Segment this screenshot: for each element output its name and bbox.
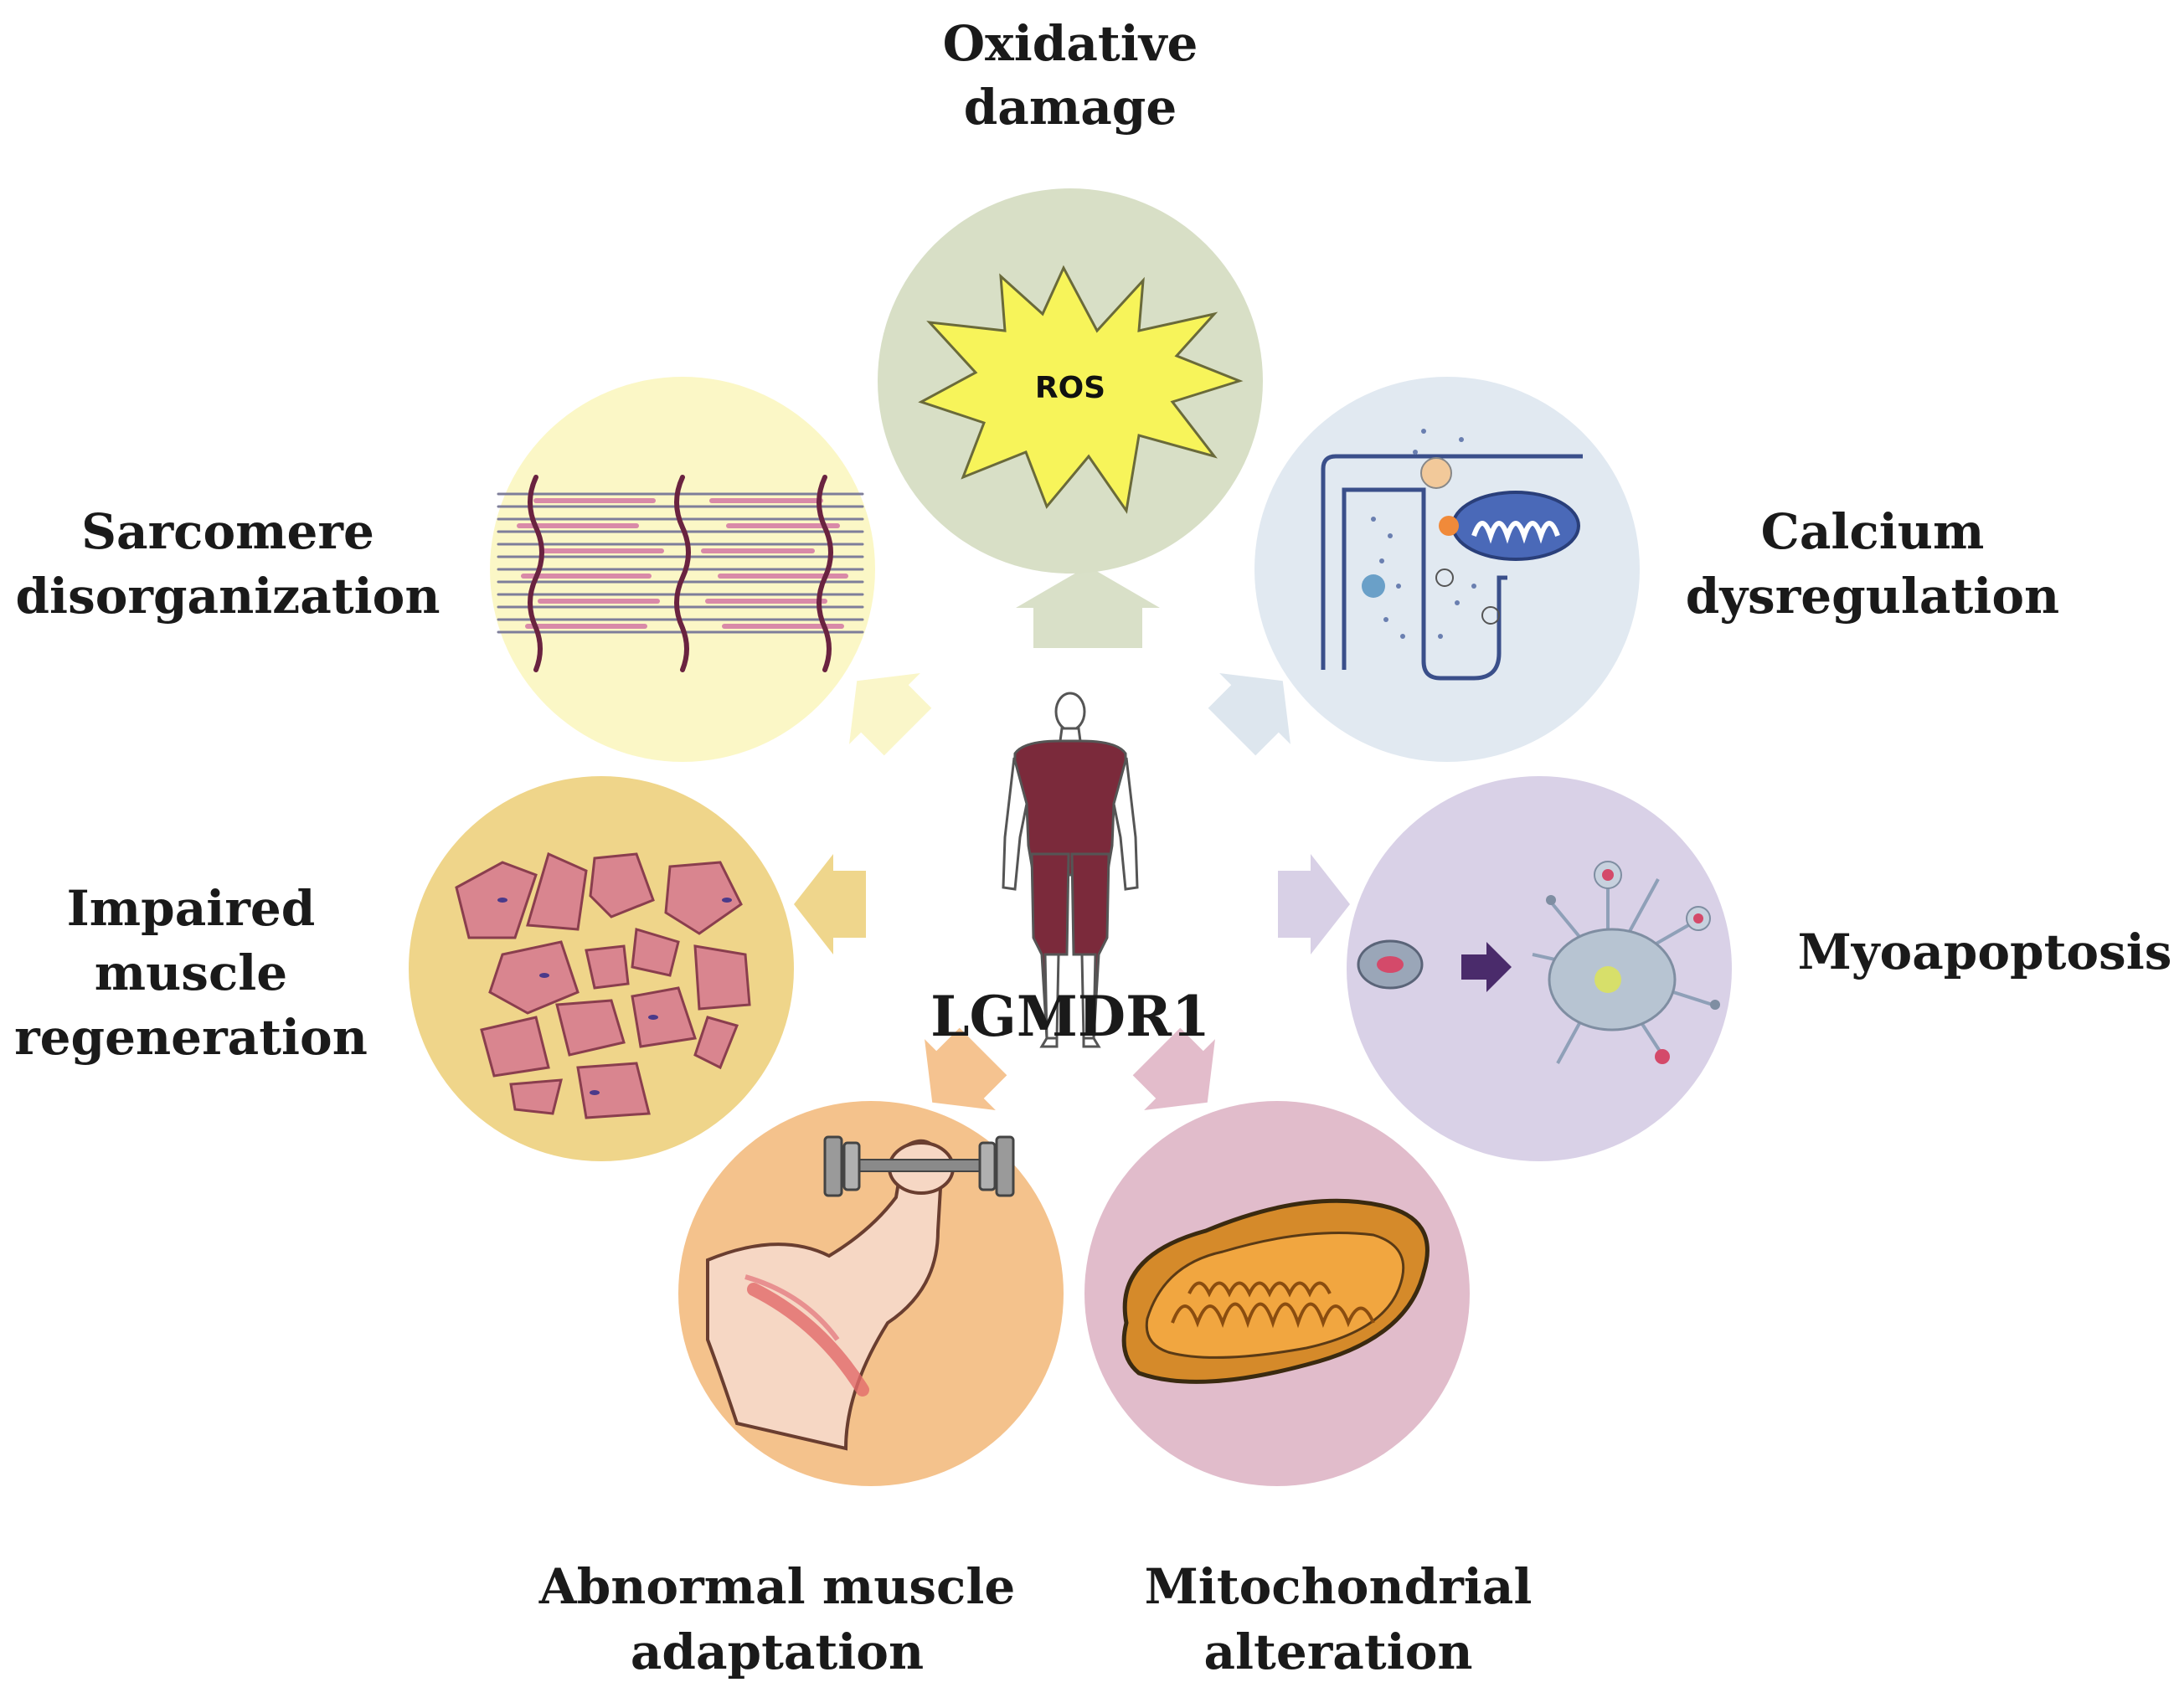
arrow-myoapoptosis: [1278, 854, 1350, 954]
label-regeneration-line3: regeneration: [14, 1009, 368, 1066]
arrow-regeneration: [794, 854, 866, 954]
label-oxidative-line2: damage: [964, 79, 1177, 136]
label-oxidative: Oxidative damage: [943, 15, 1198, 136]
sarcomere-icon: [497, 475, 864, 672]
arrows: [794, 566, 1350, 1110]
label-sarcomere-line2: disorganization: [15, 568, 440, 625]
label-adaptation-line2: adaptation: [631, 1623, 924, 1680]
label-calcium-line1: Calcium: [1761, 503, 1985, 560]
mitochondrion-icon: [1121, 1198, 1430, 1384]
ros-starburst-icon: ROS: [918, 265, 1244, 514]
label-calcium: Calcium dysregulation: [1686, 503, 2059, 625]
circle-myoapoptosis: [1347, 776, 1732, 1161]
label-myoapoptosis-line1: Myoapoptosis: [1798, 923, 2172, 980]
label-regeneration-line2: muscle: [95, 944, 287, 1001]
apoptotic-cell-icon: [1357, 861, 1720, 1064]
human-figure-icon: [1002, 692, 1139, 1048]
calcium-channel-icon: [1321, 429, 1583, 681]
flexed-arm-dumbbell-icon: [706, 1135, 1015, 1451]
label-mitochondrial: Mitochondrial alteration: [1145, 1558, 1533, 1680]
label-adaptation-line1: Abnormal muscle: [538, 1558, 1016, 1615]
center-label: LGMDR1: [930, 984, 1210, 1049]
arrow-sarcomere: [849, 673, 932, 756]
label-sarcomere-line1: Sarcomere: [81, 503, 374, 560]
label-oxidative-line1: Oxidative: [943, 15, 1198, 72]
ros-label: ROS: [1035, 371, 1105, 405]
label-regeneration-line1: Impaired: [67, 880, 316, 937]
label-adaptation: Abnormal muscle adaptation: [538, 1558, 1016, 1680]
arrow-oxidative: [1016, 566, 1160, 648]
label-mitochondrial-line2: alteration: [1203, 1623, 1472, 1680]
label-myoapoptosis: Myoapoptosis: [1798, 923, 2172, 980]
arrow-mitochondrial: [1132, 1027, 1215, 1110]
label-calcium-line2: dysregulation: [1686, 568, 2059, 625]
label-regeneration: Impaired muscle regeneration: [14, 880, 368, 1066]
arrow-calcium: [1208, 673, 1290, 756]
muscle-fibers-icon: [455, 851, 751, 1119]
label-mitochondrial-line1: Mitochondrial: [1145, 1558, 1533, 1615]
arrow-adaptation: [925, 1027, 1007, 1110]
label-sarcomere: Sarcomere disorganization: [15, 503, 440, 625]
